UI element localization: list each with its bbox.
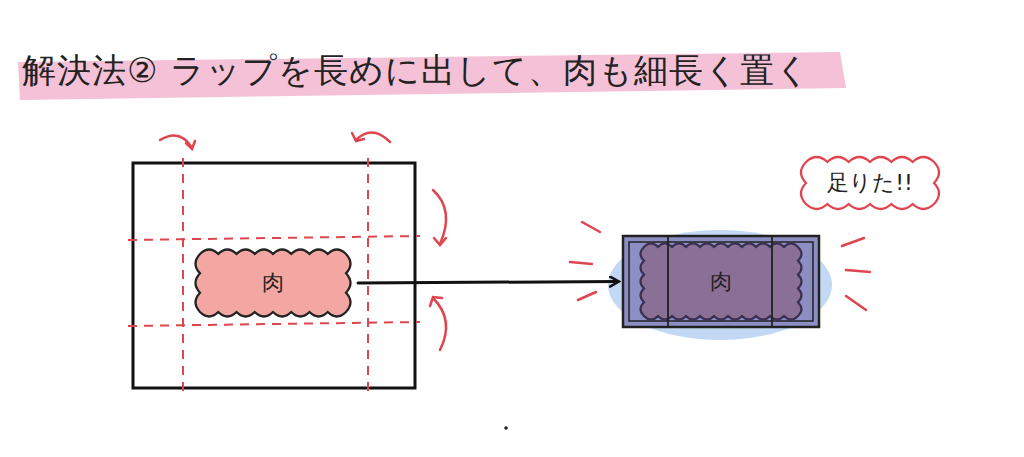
fold-lines [128,158,420,392]
cloud-outline [801,157,939,209]
fold-edge [667,237,669,326]
node-text: 足りた!! [827,168,913,198]
title: 解決法② ラップを長めに出して、肉も細長く置く [22,48,811,94]
wrap-sheet [133,163,415,388]
cloud-outline [641,244,802,320]
meat-cloud: 肉 [192,246,354,320]
package-inner [629,242,813,321]
arrow [358,282,618,284]
speech-bubble: 足りた!! [792,150,948,216]
fold-arrows [160,132,446,350]
package-outer [623,236,819,327]
wrapped-package: 肉 [622,235,820,328]
node-text: 肉 [710,267,732,297]
fold-edge [771,237,773,326]
dot [504,426,508,430]
glow [608,230,832,340]
cloud-outline [196,250,351,317]
node-text: 肉 [262,268,284,298]
